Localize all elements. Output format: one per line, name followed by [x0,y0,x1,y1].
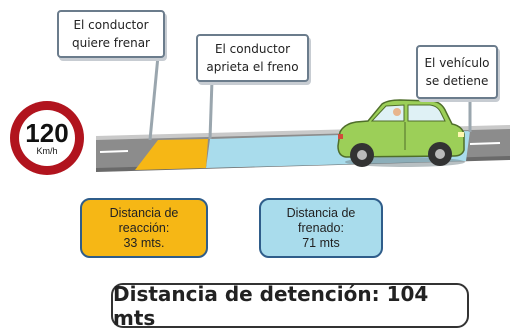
event-markers [148,55,472,141]
speed-limit-sign [10,101,84,175]
callout-vehiculo-se-detiene: El vehículo se detiene [416,45,498,99]
braking-distance-box: Distancia de frenado: 71 mts [259,198,383,258]
reaction-zone [135,139,208,170]
speed-value: 120 [25,118,69,148]
callout-conductor-quiere-frenar: El conductor quiere frenar [57,10,165,58]
marker-aprieta-freno [208,79,214,140]
car-icon [337,99,465,167]
total-stopping-distance: Distancia de detención: 104 mts [111,282,469,330]
marker-quiere-frenar [148,55,160,141]
speed-unit: Km/h [36,146,58,156]
reaction-distance-box: Distancia de reacción: 33 mts. [80,198,208,258]
callout-conductor-aprieta-freno: El conductor aprieta el freno [196,34,309,82]
